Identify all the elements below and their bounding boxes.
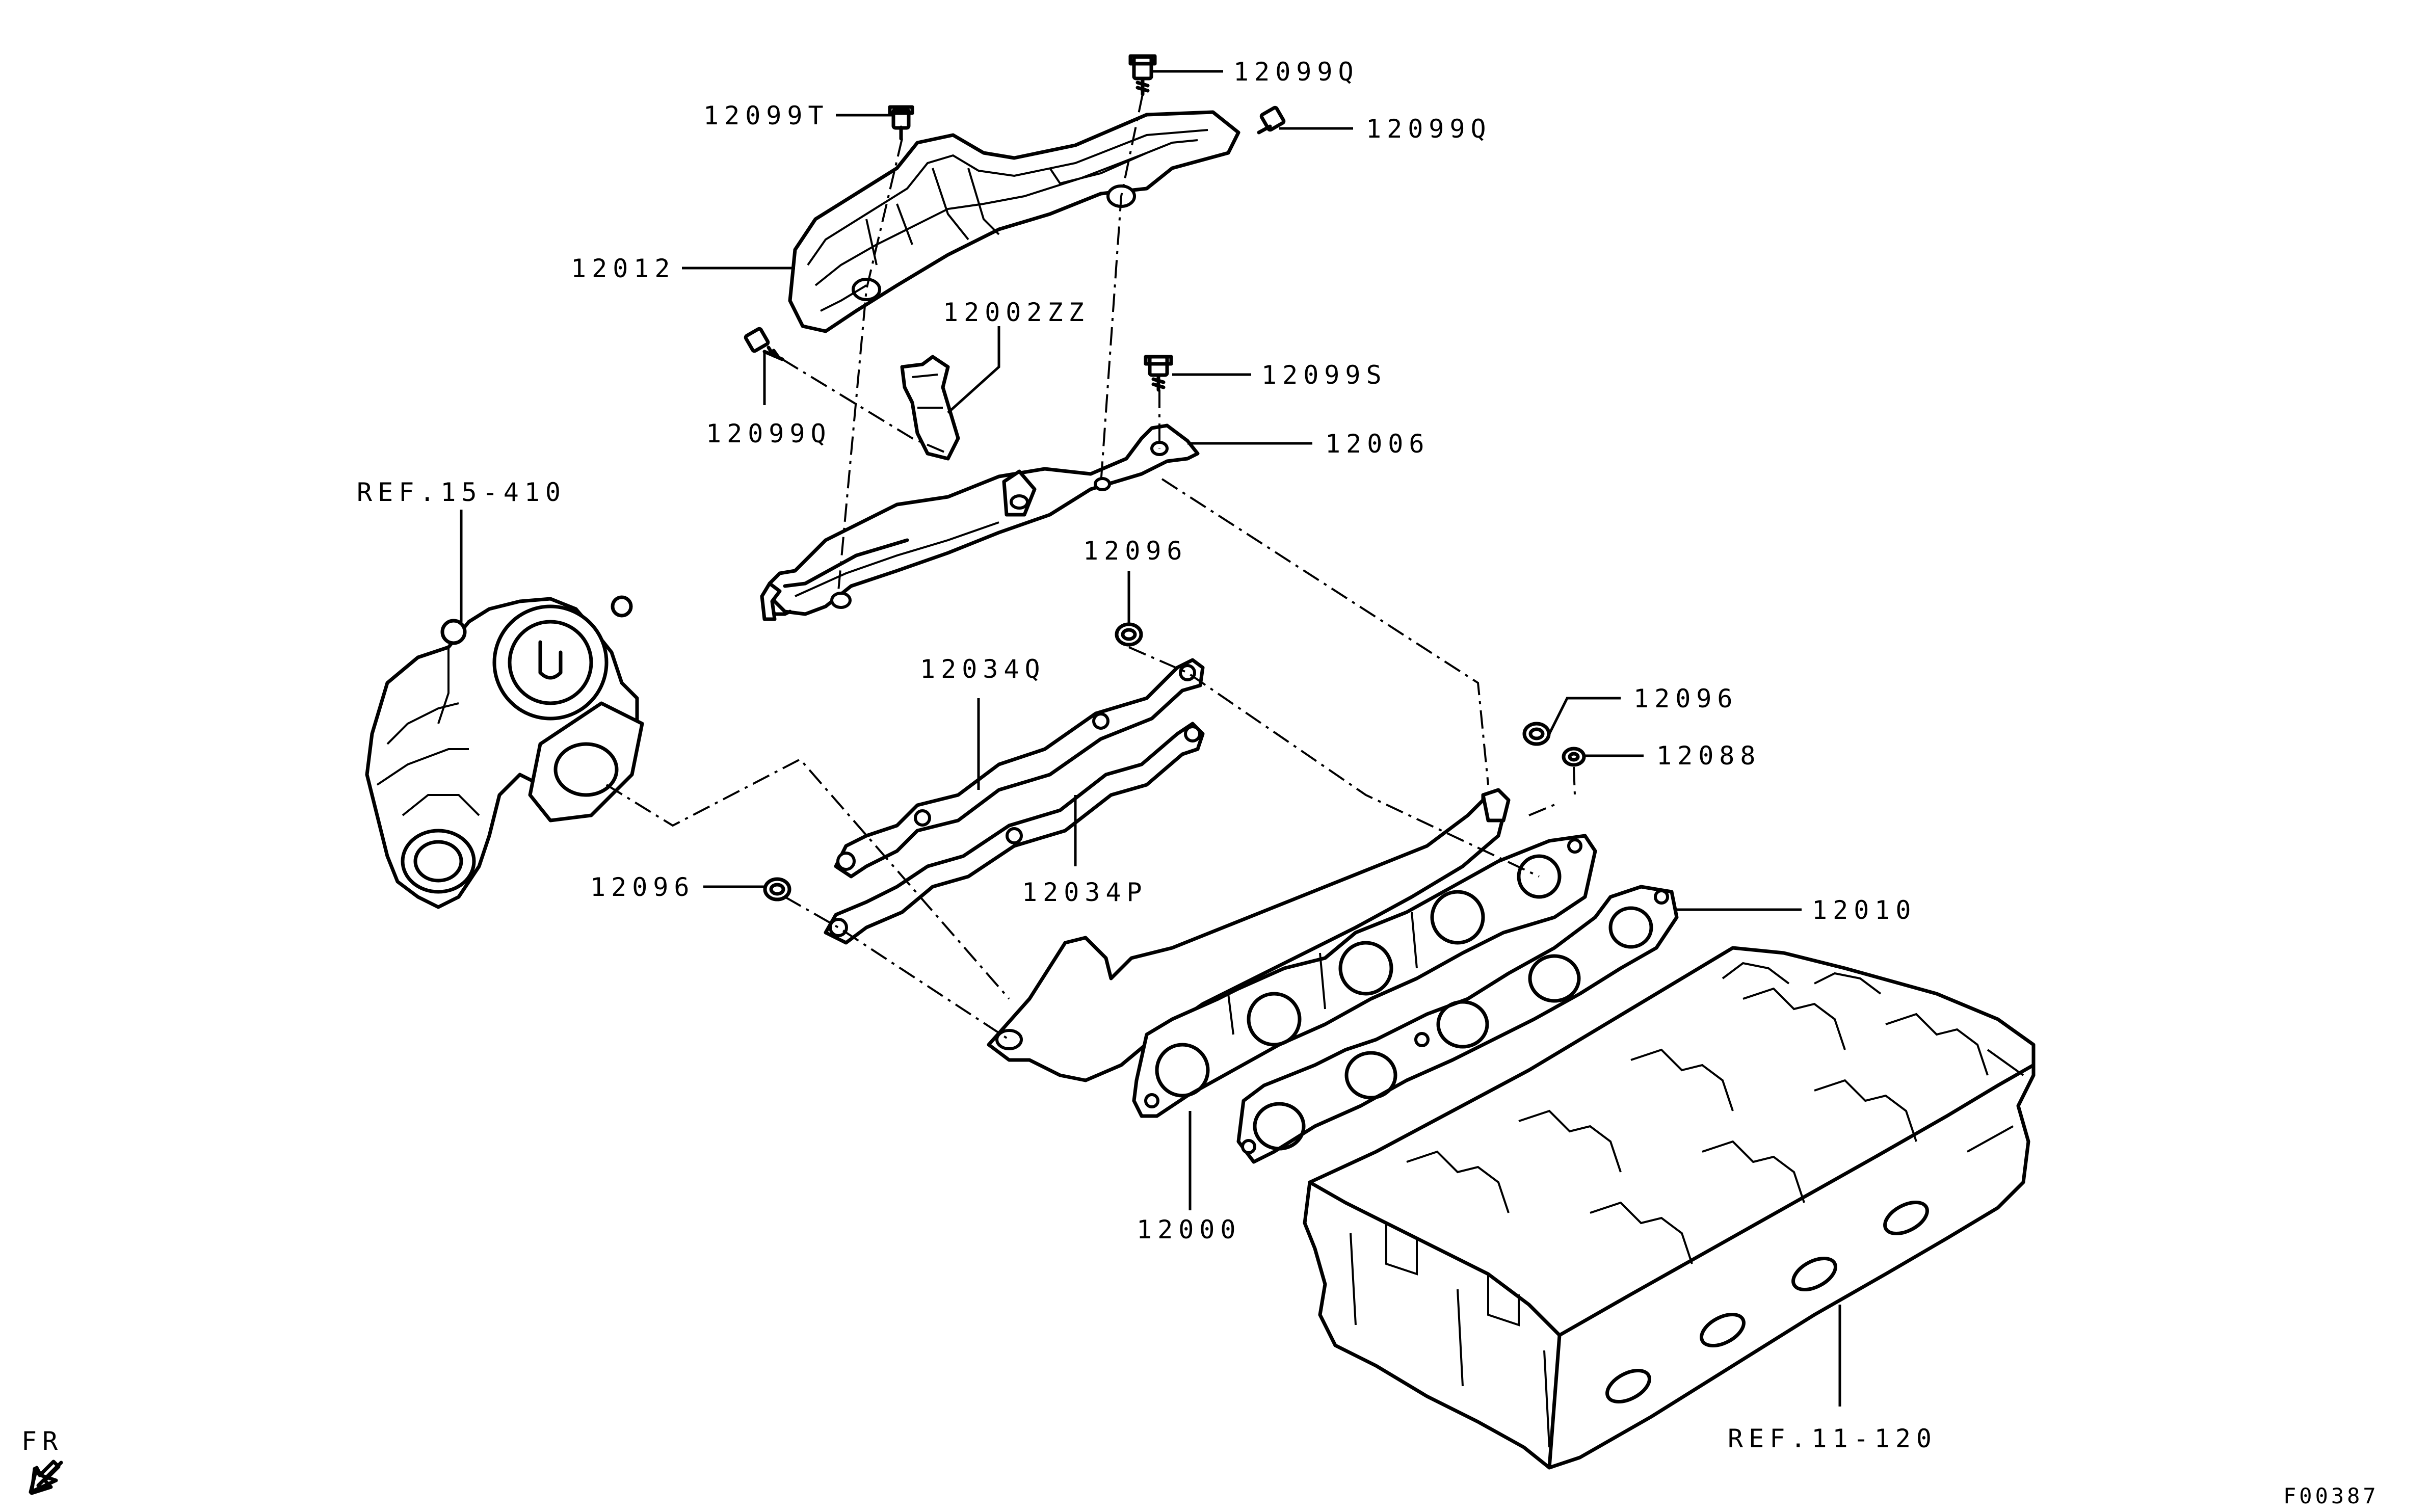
bolt-12099Q-right xyxy=(1257,105,1286,135)
leader-lines xyxy=(460,70,1841,1407)
exhaust-manifold-12000 xyxy=(987,788,1597,1118)
callout-12034Q: 12034Q xyxy=(920,654,1046,684)
bolt-12099S xyxy=(1144,355,1173,392)
callout-12012: 12012 xyxy=(571,254,676,283)
callout-12010: 12010 xyxy=(1812,895,1917,925)
nut-12096-left xyxy=(763,877,791,901)
nut-12096-right xyxy=(1522,722,1551,746)
callout-12088: 12088 xyxy=(1656,741,1761,771)
callout-12002ZZ: 12002ZZ xyxy=(943,298,1090,327)
front-arrow-icon xyxy=(29,1460,63,1495)
callout-12096-right: 12096 xyxy=(1633,684,1738,713)
bracket-12002ZZ xyxy=(900,355,960,461)
turbocharger-ref-15-410 xyxy=(365,595,644,909)
bracket-12006 xyxy=(760,423,1200,621)
washer-12088 xyxy=(1562,747,1586,767)
cylinder-head-ref-11-120 xyxy=(1303,946,2036,1470)
callout-12006: 12006 xyxy=(1325,429,1430,459)
callout-12099Q-right: 12099Q xyxy=(1366,114,1492,144)
front-direction-label: FR xyxy=(21,1426,63,1456)
callout-12034P: 12034P xyxy=(1022,878,1148,907)
callout-12099Q-top: 12099Q xyxy=(1233,57,1359,87)
heat-shield-strip-12034Q xyxy=(834,658,1205,879)
callout-12099Q-left: 12099Q xyxy=(706,419,832,448)
callout-12099T: 12099T xyxy=(703,101,829,130)
callout-12096-left: 12096 xyxy=(590,872,695,902)
callout-12099S: 12099S xyxy=(1261,360,1387,390)
callout-ref-11-120: REF.11-120 xyxy=(1728,1424,1937,1453)
diagram-id: F00387 xyxy=(2283,1483,2379,1508)
gasket-12010 xyxy=(1236,885,1679,1164)
callout-ref-15-410: REF.15-410 xyxy=(357,478,566,507)
callout-labels: 12099Q 12099T 12099Q 12012 12002ZZ 12099… xyxy=(21,57,2379,1508)
nut-12096-top xyxy=(1115,622,1143,647)
bolt-12099Q-top xyxy=(1128,54,1157,96)
bolt-12099Q-left xyxy=(744,327,784,361)
alignment-lines xyxy=(605,94,1576,1041)
callout-12000: 12000 xyxy=(1137,1215,1242,1244)
callout-12096-top: 12096 xyxy=(1083,536,1188,566)
bolt-12099T xyxy=(888,105,914,141)
heat-shield-strip-12034P xyxy=(824,722,1205,945)
